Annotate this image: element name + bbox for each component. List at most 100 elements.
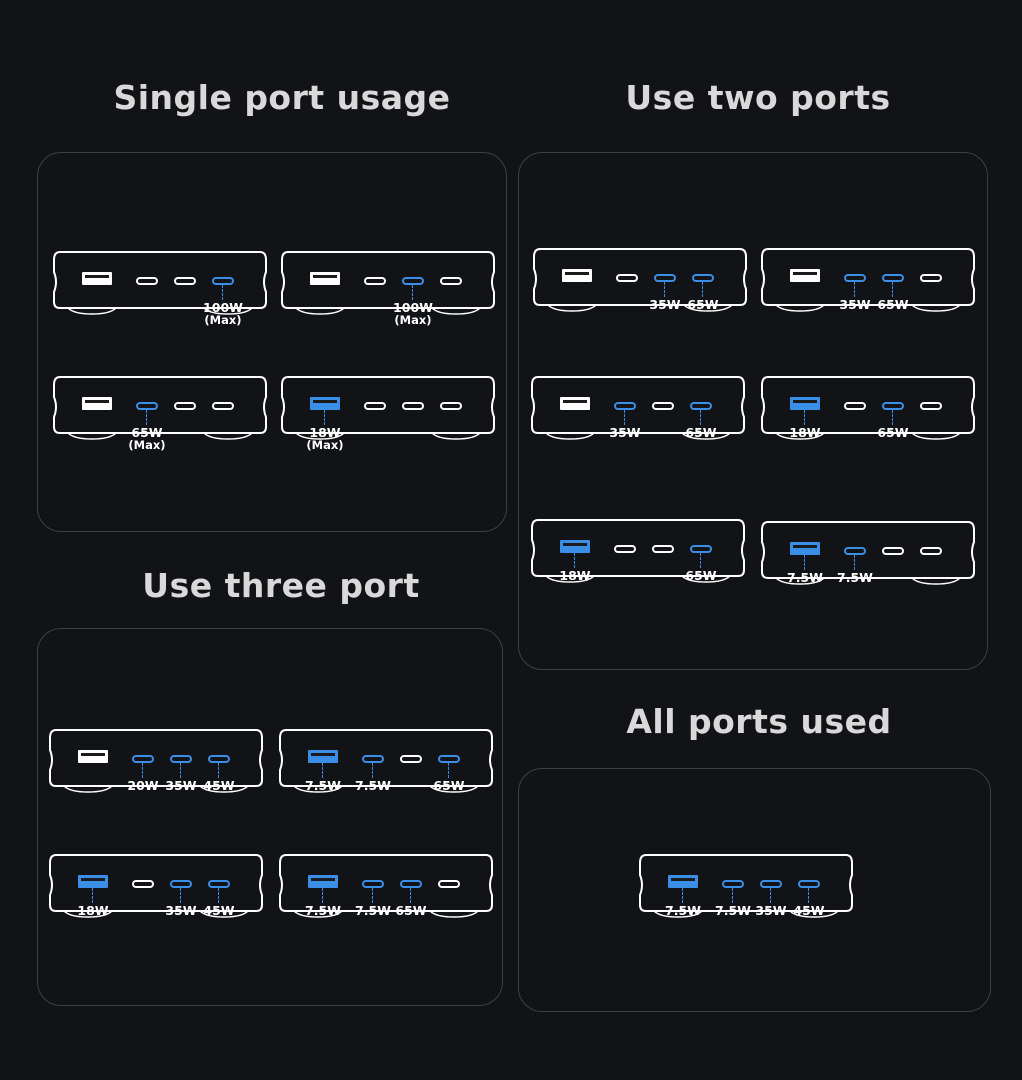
port-connector-line — [700, 410, 702, 425]
power-bank-two-5: 18W 65W — [530, 518, 746, 583]
port-wattage-label: 18W(Max) — [295, 426, 355, 452]
port-connector-line — [372, 763, 374, 778]
usb-a-port-icon — [562, 269, 592, 282]
port-connector-line — [410, 888, 412, 903]
usb-a-port-icon — [78, 750, 108, 763]
power-bank-outline-icon — [761, 376, 975, 440]
port-wattage-label: 65W — [381, 904, 441, 917]
port-wattage-label: 65W — [673, 297, 733, 312]
port-connector-line — [854, 555, 856, 570]
port-connector-line — [222, 285, 224, 300]
wattage-value: 65W — [433, 778, 465, 793]
wattage-value: 7.5W — [715, 903, 751, 918]
wattage-value: 18W — [789, 425, 821, 440]
port-wattage-label: 100W(Max) — [383, 300, 443, 326]
power-bank-two-3: 35W 65W — [530, 375, 746, 440]
usb-c-port-icon — [400, 880, 422, 888]
port-wattage-label: 100W(Max) — [193, 300, 253, 327]
wattage-value: 35W — [755, 903, 787, 918]
wattage-max-note: (Max) — [128, 438, 166, 452]
wattage-max-note: (Max) — [204, 313, 242, 327]
usb-c-port-icon — [438, 880, 460, 888]
port-wattage-label: 45W — [189, 904, 249, 917]
port-connector-line — [808, 888, 810, 903]
port-wattage-label: 45W — [779, 904, 839, 917]
wattage-value: 100W — [203, 300, 243, 315]
usb-c-port-icon — [132, 880, 154, 888]
wattage-value: 35W — [649, 297, 681, 312]
port-connector-line — [448, 763, 450, 778]
port-connector-line — [892, 410, 894, 425]
port-connector-line — [804, 555, 806, 570]
port-wattage-label: 7.5W — [343, 904, 403, 917]
usb-c-port-icon — [652, 402, 674, 410]
usb-a-port-icon — [308, 875, 338, 888]
port-wattage-label: 18W — [63, 904, 123, 917]
usb-c-port-icon — [212, 402, 234, 410]
port-wattage-label: 35W — [825, 297, 885, 312]
power-bank-outline-icon — [761, 248, 975, 312]
port-wattage-label: 45W — [189, 779, 249, 792]
wattage-value: 65W — [685, 425, 717, 440]
port-wattage-label: 65W — [671, 569, 731, 582]
usb-c-port-icon — [440, 277, 462, 285]
port-wattage-label: 7.5W — [293, 779, 353, 792]
port-wattage-label: 35W — [595, 425, 655, 440]
usb-c-port-icon — [136, 277, 158, 285]
port-connector-line — [180, 888, 182, 903]
usb-c-port-icon — [920, 547, 942, 555]
wattage-max-note: (Max) — [306, 438, 344, 452]
wattage-value: 65W — [687, 297, 719, 312]
port-wattage-label: 65W — [671, 425, 731, 440]
port-connector-line — [664, 282, 666, 297]
section-title-three: Use three port — [142, 566, 420, 605]
power-bank-outline-icon — [53, 376, 267, 440]
port-wattage-label: 7.5W — [703, 903, 763, 918]
section-title-two: Use two ports — [625, 78, 891, 117]
wattage-value: 20W — [127, 778, 159, 793]
power-bank-single-2: 100W(Max) — [280, 250, 496, 326]
wattage-value: 18W — [559, 568, 591, 583]
usb-a-port-icon — [308, 750, 338, 763]
power-bank-outline-icon — [279, 854, 493, 918]
usb-c-port-icon — [364, 277, 386, 285]
port-connector-line — [180, 763, 182, 778]
usb-c-port-icon — [690, 402, 712, 410]
port-wattage-label: 65W(Max) — [117, 426, 177, 452]
port-connector-line — [412, 285, 414, 300]
section-title-single: Single port usage — [113, 78, 451, 117]
usb-c-port-icon — [690, 545, 712, 553]
usb-a-port-icon — [82, 272, 112, 285]
usb-c-port-icon — [132, 755, 154, 763]
port-connector-line — [218, 763, 220, 778]
port-connector-line — [92, 888, 94, 903]
usb-c-port-icon — [208, 880, 230, 888]
power-bank-outline-icon — [531, 376, 745, 440]
wattage-value: 35W — [839, 297, 871, 312]
usb-a-port-icon — [310, 397, 340, 410]
usb-c-port-icon — [440, 402, 462, 410]
port-connector-line — [372, 888, 374, 903]
port-wattage-label: 18W — [775, 425, 835, 440]
port-wattage-label: 20W — [113, 778, 173, 793]
port-wattage-label: 35W — [635, 297, 695, 312]
port-connector-line — [702, 282, 704, 297]
usb-c-port-icon — [844, 402, 866, 410]
panel-three — [37, 628, 503, 1006]
wattage-value: 100W — [393, 300, 433, 315]
usb-c-port-icon — [362, 880, 384, 888]
wattage-value: 7.5W — [665, 903, 701, 918]
wattage-value: 7.5W — [355, 778, 391, 793]
usb-c-port-icon — [844, 274, 866, 282]
usb-c-port-icon — [402, 277, 424, 285]
usb-a-port-icon — [78, 875, 108, 888]
usb-a-port-icon — [790, 397, 820, 410]
wattage-value: 35W — [609, 425, 641, 440]
usb-c-port-icon — [692, 274, 714, 282]
